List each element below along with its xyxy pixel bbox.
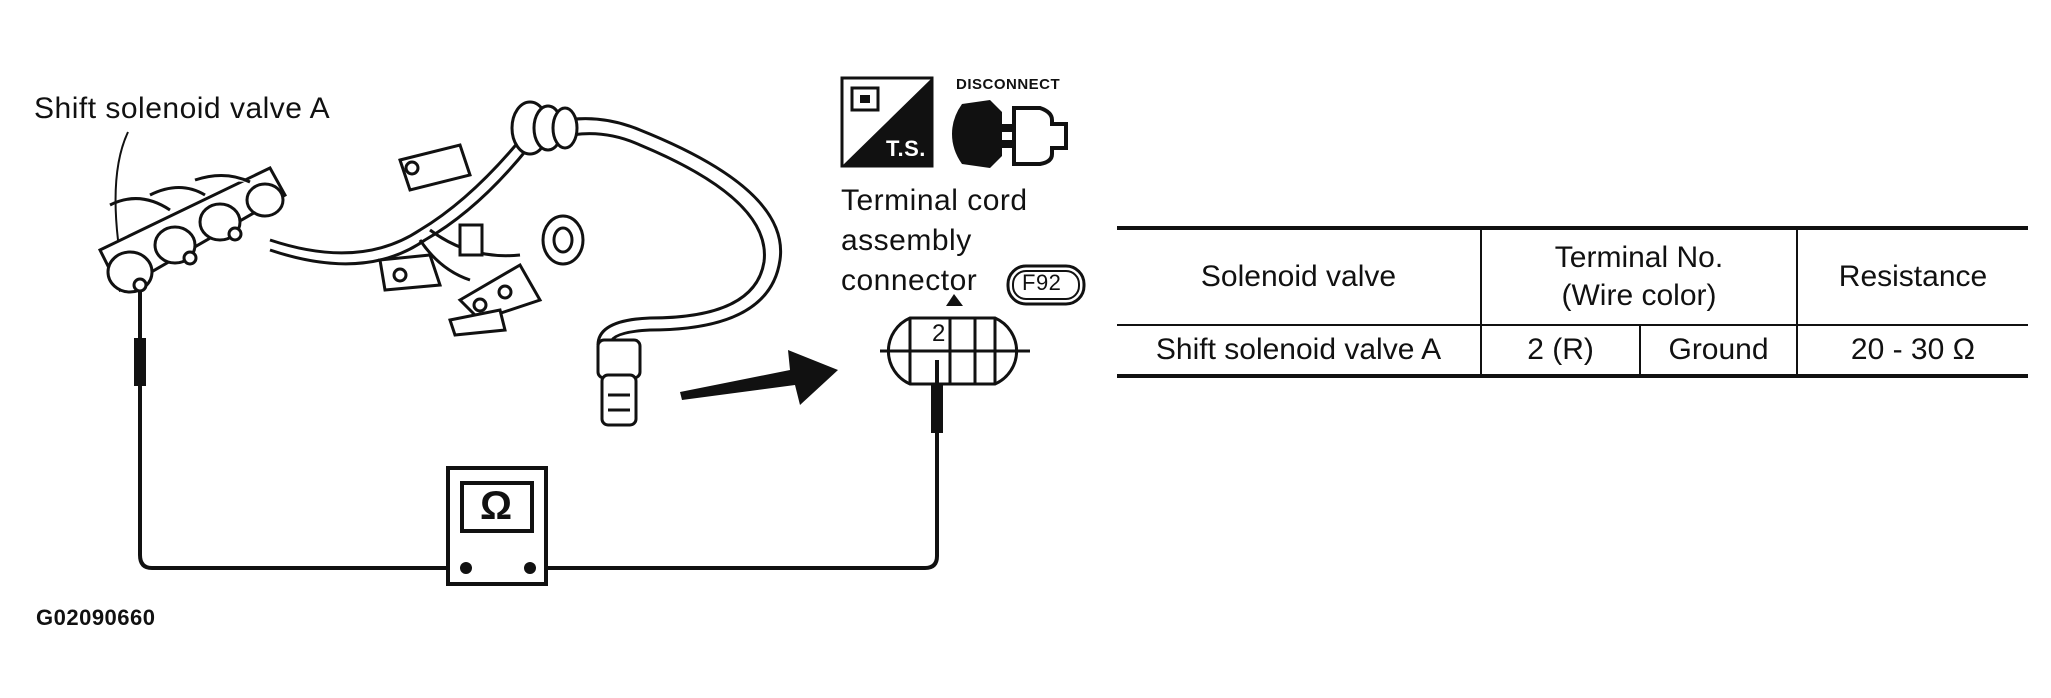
probe-left	[134, 338, 146, 386]
solenoid-label: Shift solenoid valve A	[34, 92, 331, 125]
header-terminal-no-line-2: (Wire color)	[1561, 279, 1717, 312]
ohmmeter	[446, 466, 548, 586]
disconnect-icon	[952, 100, 1068, 168]
header-terminal-no: Terminal No. (Wire color)	[1480, 228, 1798, 326]
resistance-spec-table: Solenoid valve Terminal No. (Wire color)…	[1117, 226, 2028, 378]
wiring-harness	[269, 117, 783, 346]
ts-icon	[840, 76, 934, 168]
terminal-cord-label-line-3: connector	[841, 264, 978, 297]
connector-pin-number: 2	[932, 320, 946, 347]
header-resistance: Resistance	[1796, 228, 2028, 326]
connector-pointer-icon	[946, 294, 963, 306]
header-solenoid-valve: Solenoid valve	[1117, 228, 1482, 326]
harness-plug-connector	[596, 338, 642, 427]
cell-resistance: 20 - 30 Ω	[1796, 325, 2028, 376]
meter-test-leads	[138, 290, 939, 570]
cell-ground: Ground	[1639, 325, 1798, 376]
cell-terminal: 2 (R)	[1479, 325, 1642, 376]
solenoid-valve-assembly	[97, 166, 288, 294]
harness-grommet	[510, 100, 585, 266]
disconnect-icon-label: DISCONNECT	[956, 76, 1061, 93]
circuit-diagram	[97, 76, 1086, 586]
ohm-symbol: Ω	[480, 484, 513, 528]
probe-right	[931, 385, 943, 433]
connector-code-badge	[1006, 264, 1086, 306]
connector-code: F92	[1022, 270, 1062, 295]
terminal-cord-label-line-1: Terminal cord	[841, 184, 1028, 217]
table-row: Shift solenoid valve A 2 (R) Ground 20 -…	[1117, 325, 2028, 376]
terminal-cord-label-line-2: assembly	[841, 224, 972, 257]
direction-arrow	[680, 350, 838, 405]
figure-id: G02090660	[36, 605, 156, 630]
connector-face	[880, 316, 1030, 386]
label-leader-line	[114, 131, 129, 241]
harness-brackets	[378, 143, 543, 337]
table-header-row: Solenoid valve Terminal No. (Wire color)…	[1117, 228, 2028, 326]
header-terminal-no-line-1: Terminal No.	[1554, 241, 1724, 274]
ts-icon-label: T.S.	[886, 136, 926, 161]
cell-valve: Shift solenoid valve A	[1117, 325, 1482, 376]
